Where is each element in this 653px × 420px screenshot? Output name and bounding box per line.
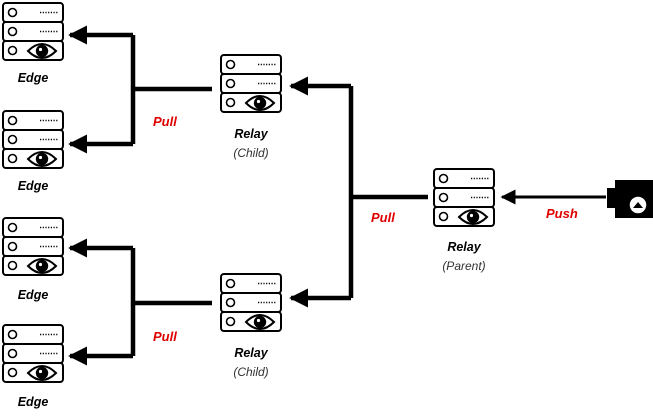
server-eye-icon xyxy=(2,324,64,383)
edge-label-2: Edge xyxy=(18,179,49,193)
edge-node-4: Edge xyxy=(2,324,64,409)
relay-child-top-label: Relay xyxy=(234,127,268,141)
pull-label-top: Pull xyxy=(153,114,177,129)
relay-parent-sublabel: (Parent) xyxy=(442,259,485,273)
edge-node-3: Edge xyxy=(2,217,64,302)
server-eye-icon xyxy=(433,168,495,227)
relay-child-bottom: Relay (Child) xyxy=(220,273,282,379)
edge-node-1: Edge xyxy=(2,2,64,85)
edge-label-1: Edge xyxy=(18,71,49,85)
relay-child-top-sublabel: (Child) xyxy=(233,146,268,160)
edge-label-4: Edge xyxy=(18,395,49,409)
edge-node-2: Edge xyxy=(2,110,64,193)
camera-icon xyxy=(607,180,653,218)
pull-label-parent: Pull xyxy=(371,210,395,225)
pull-label-bottom: Pull xyxy=(153,329,177,344)
edge-label-3: Edge xyxy=(18,288,49,302)
relay-child-bottom-sublabel: (Child) xyxy=(233,365,268,379)
server-eye-icon xyxy=(220,54,282,113)
push-label: Push xyxy=(546,206,578,221)
server-eye-icon xyxy=(2,2,64,61)
server-eye-icon xyxy=(2,217,64,276)
relay-parent: Relay (Parent) xyxy=(433,168,495,273)
relay-child-top: Relay (Child) xyxy=(220,54,282,160)
server-eye-icon xyxy=(220,273,282,332)
server-eye-icon xyxy=(2,110,64,169)
relay-parent-label: Relay xyxy=(447,240,481,254)
relay-child-bottom-label: Relay xyxy=(234,346,268,360)
